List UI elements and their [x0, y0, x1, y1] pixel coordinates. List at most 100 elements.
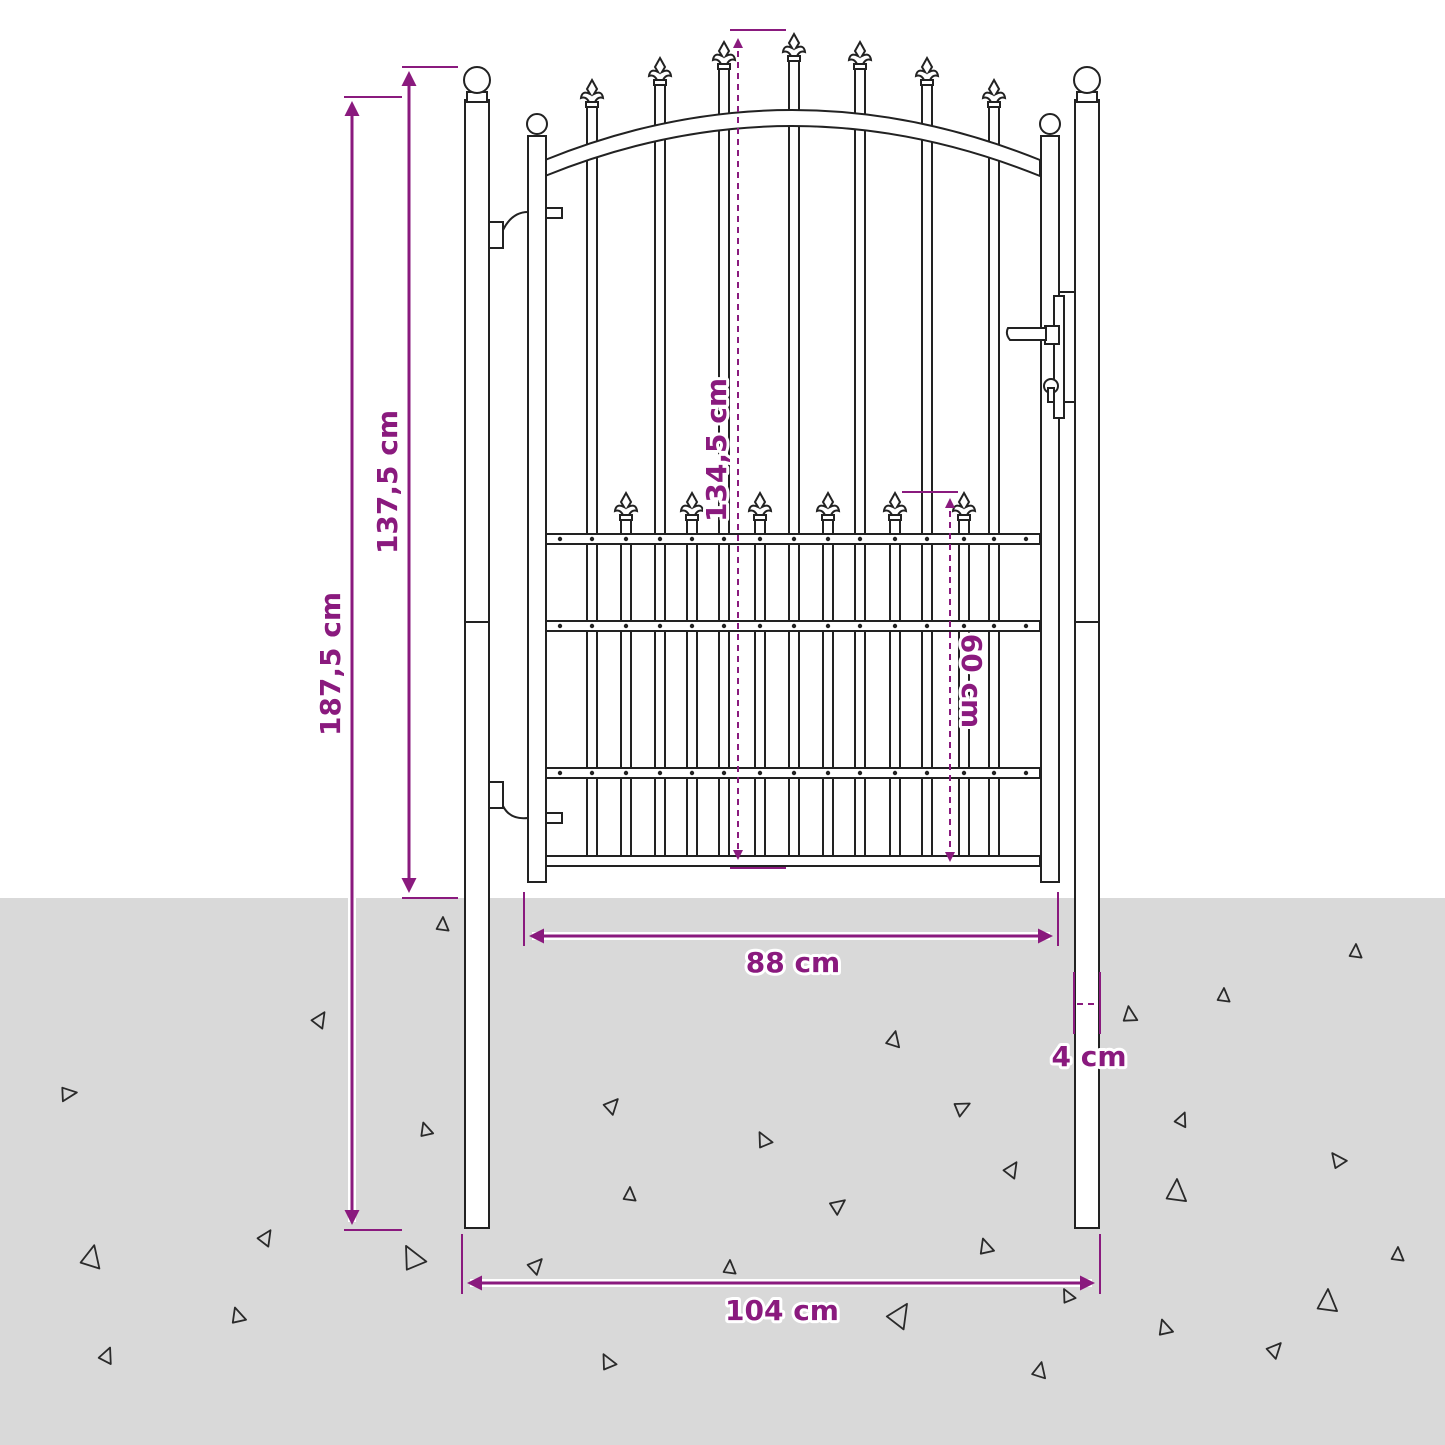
short-bar [686, 517, 698, 867]
lock-assembly [1005, 291, 1076, 419]
rock [61, 1086, 78, 1103]
rivet [961, 770, 967, 776]
rivet [589, 770, 595, 776]
rock [1165, 1178, 1187, 1202]
rivet [825, 770, 831, 776]
rivet [757, 770, 763, 776]
rivet [961, 536, 967, 542]
rivet [657, 623, 663, 629]
ball-finial-icon [1039, 113, 1061, 135]
gravel-rocks [61, 916, 1405, 1380]
dimension-gate-width: 88 cm [523, 892, 1059, 982]
fleur-de-lis-icon [815, 490, 841, 521]
fleur-de-lis-icon [747, 490, 773, 521]
dimension-total-width: 104 cm [461, 1234, 1101, 1330]
rock [979, 1237, 995, 1255]
rivet [689, 770, 695, 776]
fleur-de-lis-icon [647, 55, 673, 86]
fleur-de-lis-icon [579, 77, 605, 108]
rivet [924, 623, 930, 629]
rivet [757, 623, 763, 629]
door-handle-icon [1005, 325, 1060, 345]
rock [526, 1258, 543, 1276]
rivet [961, 623, 967, 629]
rivet [825, 536, 831, 542]
rivet [924, 536, 930, 542]
short-bar [822, 517, 834, 867]
tall-bars [579, 31, 1007, 867]
rivet [589, 623, 595, 629]
rivet [557, 623, 563, 629]
gate-left-stile [527, 135, 547, 883]
fleur-de-lis-icon [914, 55, 940, 86]
fleur-de-lis-icon [981, 77, 1007, 108]
rock [231, 1306, 247, 1324]
rivet [857, 770, 863, 776]
rivet [689, 536, 695, 542]
rock [602, 1353, 618, 1371]
rivet [689, 623, 695, 629]
gate-width-label: 88 cm [746, 946, 841, 979]
dimension-post-height: 187,5 cm [311, 96, 402, 1231]
rivet [557, 770, 563, 776]
gate-leaf [526, 31, 1076, 883]
rivet [991, 770, 997, 776]
left-post [463, 66, 529, 1229]
rock [1158, 1318, 1174, 1336]
rock [435, 916, 450, 932]
rivet [991, 623, 997, 629]
rock [1331, 1152, 1348, 1169]
rock [758, 1131, 774, 1149]
fleur-de-lis-icon [679, 490, 705, 521]
ground-area [0, 898, 1445, 1445]
rock [405, 1244, 428, 1271]
dimension-post-thickness: 4 cm [1048, 972, 1130, 1076]
rivet [892, 536, 898, 542]
rock [1002, 1161, 1018, 1180]
fleur-de-lis-icon [613, 490, 639, 521]
fleur-de-lis-icon [951, 490, 977, 521]
rock [722, 1259, 737, 1275]
rivet [757, 536, 763, 542]
rock [1316, 1288, 1338, 1312]
rivet [657, 770, 663, 776]
tall-bar [854, 67, 866, 867]
dimension-gate-total-height: 134,5 cm [697, 29, 786, 869]
dimension-gate-frame-height: 137,5 cm [368, 66, 458, 899]
short-bar [754, 517, 766, 867]
rivet [924, 770, 930, 776]
total-width-label: 104 cm [725, 1294, 839, 1327]
rivet [721, 536, 727, 542]
gate-total-height-label: 134,5 cm [700, 378, 733, 522]
fleur-de-lis-icon [847, 39, 873, 70]
rock [953, 1102, 971, 1118]
rail-rivets [557, 536, 1029, 776]
rivet [623, 770, 629, 776]
rivet [857, 536, 863, 542]
short-bar [889, 517, 901, 867]
rock [829, 1199, 846, 1216]
rivet [623, 536, 629, 542]
rivet [557, 536, 563, 542]
tall-bar [921, 83, 933, 867]
ball-finial-icon [1073, 66, 1101, 94]
rivet [791, 770, 797, 776]
gate-frame-height-label: 137,5 cm [371, 410, 404, 554]
rivet [892, 623, 898, 629]
dimension-lower-panel-height: 60 cm [902, 491, 991, 862]
rock [97, 1346, 112, 1365]
right-post [1073, 66, 1101, 1229]
rock [1216, 987, 1231, 1003]
rivet [1023, 536, 1029, 542]
rock [1122, 1005, 1139, 1022]
keyhole-icon [1043, 378, 1059, 403]
lower-panel-height-label: 60 cm [955, 634, 988, 729]
rivet [721, 770, 727, 776]
rock [1063, 1288, 1077, 1304]
rock [1265, 1342, 1282, 1360]
hinge-bolts [545, 207, 563, 824]
rivet [857, 623, 863, 629]
rivet [991, 536, 997, 542]
short-bar [620, 517, 632, 867]
rock [256, 1229, 272, 1248]
